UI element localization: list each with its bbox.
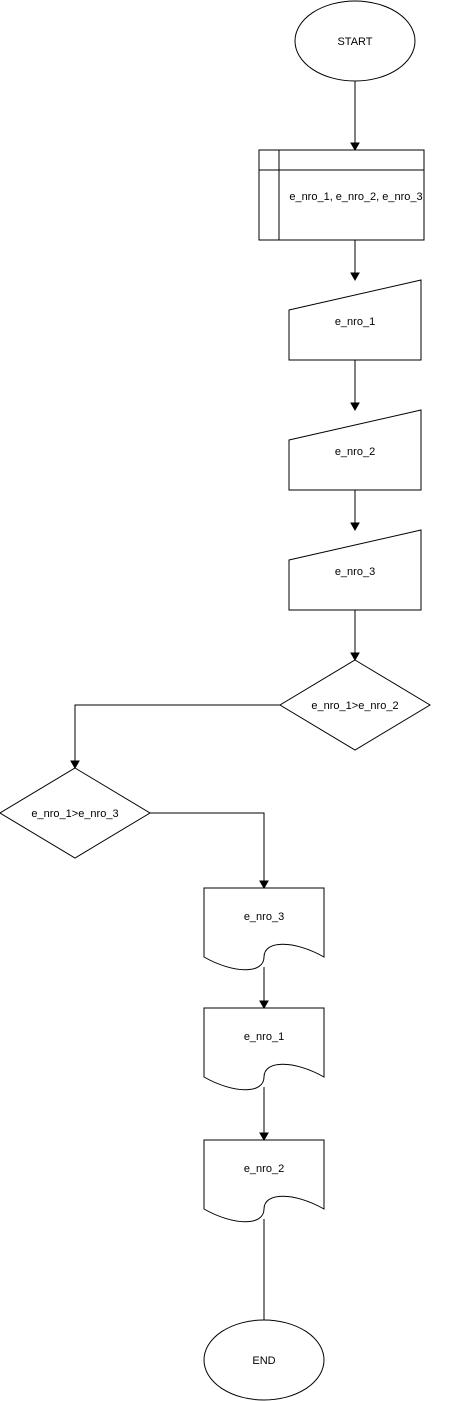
- output-1-node: e_nro_3: [203, 887, 325, 971]
- output-2-node: e_nro_1: [203, 1007, 325, 1091]
- connector-input-3-to-decision-1: [350, 610, 360, 662]
- start-label: START: [337, 36, 372, 48]
- end-node: END: [203, 1319, 325, 1401]
- connector-decision-1-to-decision-2: [70, 704, 280, 770]
- input-3-label: e_nro_3: [335, 566, 375, 578]
- connector-input-1-to-input-2: [350, 360, 360, 412]
- connector-output-2-to-output-3: [259, 1087, 269, 1142]
- input-2-node: e_nro_2: [288, 409, 422, 491]
- output-3-label: e_nro_2: [244, 1163, 284, 1175]
- decision-2-node: e_nro_1>e_nro_3: [0, 767, 151, 859]
- start-node: START: [294, 0, 416, 82]
- declare-vars-label: e_nro_1, e_nro_2, e_nro_3: [289, 191, 422, 203]
- input-2-label: e_nro_2: [335, 446, 375, 458]
- declare-vars-node: e_nro_1, e_nro_2, e_nro_3: [258, 149, 425, 241]
- connector-start-to-declare: [350, 81, 360, 152]
- output-2-label: e_nro_1: [244, 1031, 284, 1043]
- connector-input-2-to-input-3: [350, 490, 360, 532]
- connector-declare-to-input-1: [350, 240, 360, 282]
- decision-1-label: e_nro_1>e_nro_2: [311, 700, 398, 712]
- decision-1-node: e_nro_1>e_nro_2: [279, 659, 431, 751]
- end-label: END: [252, 1355, 275, 1367]
- connector-output-1-to-output-2: [259, 967, 269, 1010]
- output-1-label: e_nro_3: [244, 911, 284, 923]
- input-1-node: e_nro_1: [288, 279, 422, 361]
- input-3-node: e_nro_3: [288, 529, 422, 611]
- output-3-node: e_nro_2: [203, 1139, 325, 1223]
- connector-decision-2-to-output-1: [150, 812, 269, 890]
- decision-2-label: e_nro_1>e_nro_3: [31, 808, 118, 820]
- input-1-label: e_nro_1: [335, 316, 375, 328]
